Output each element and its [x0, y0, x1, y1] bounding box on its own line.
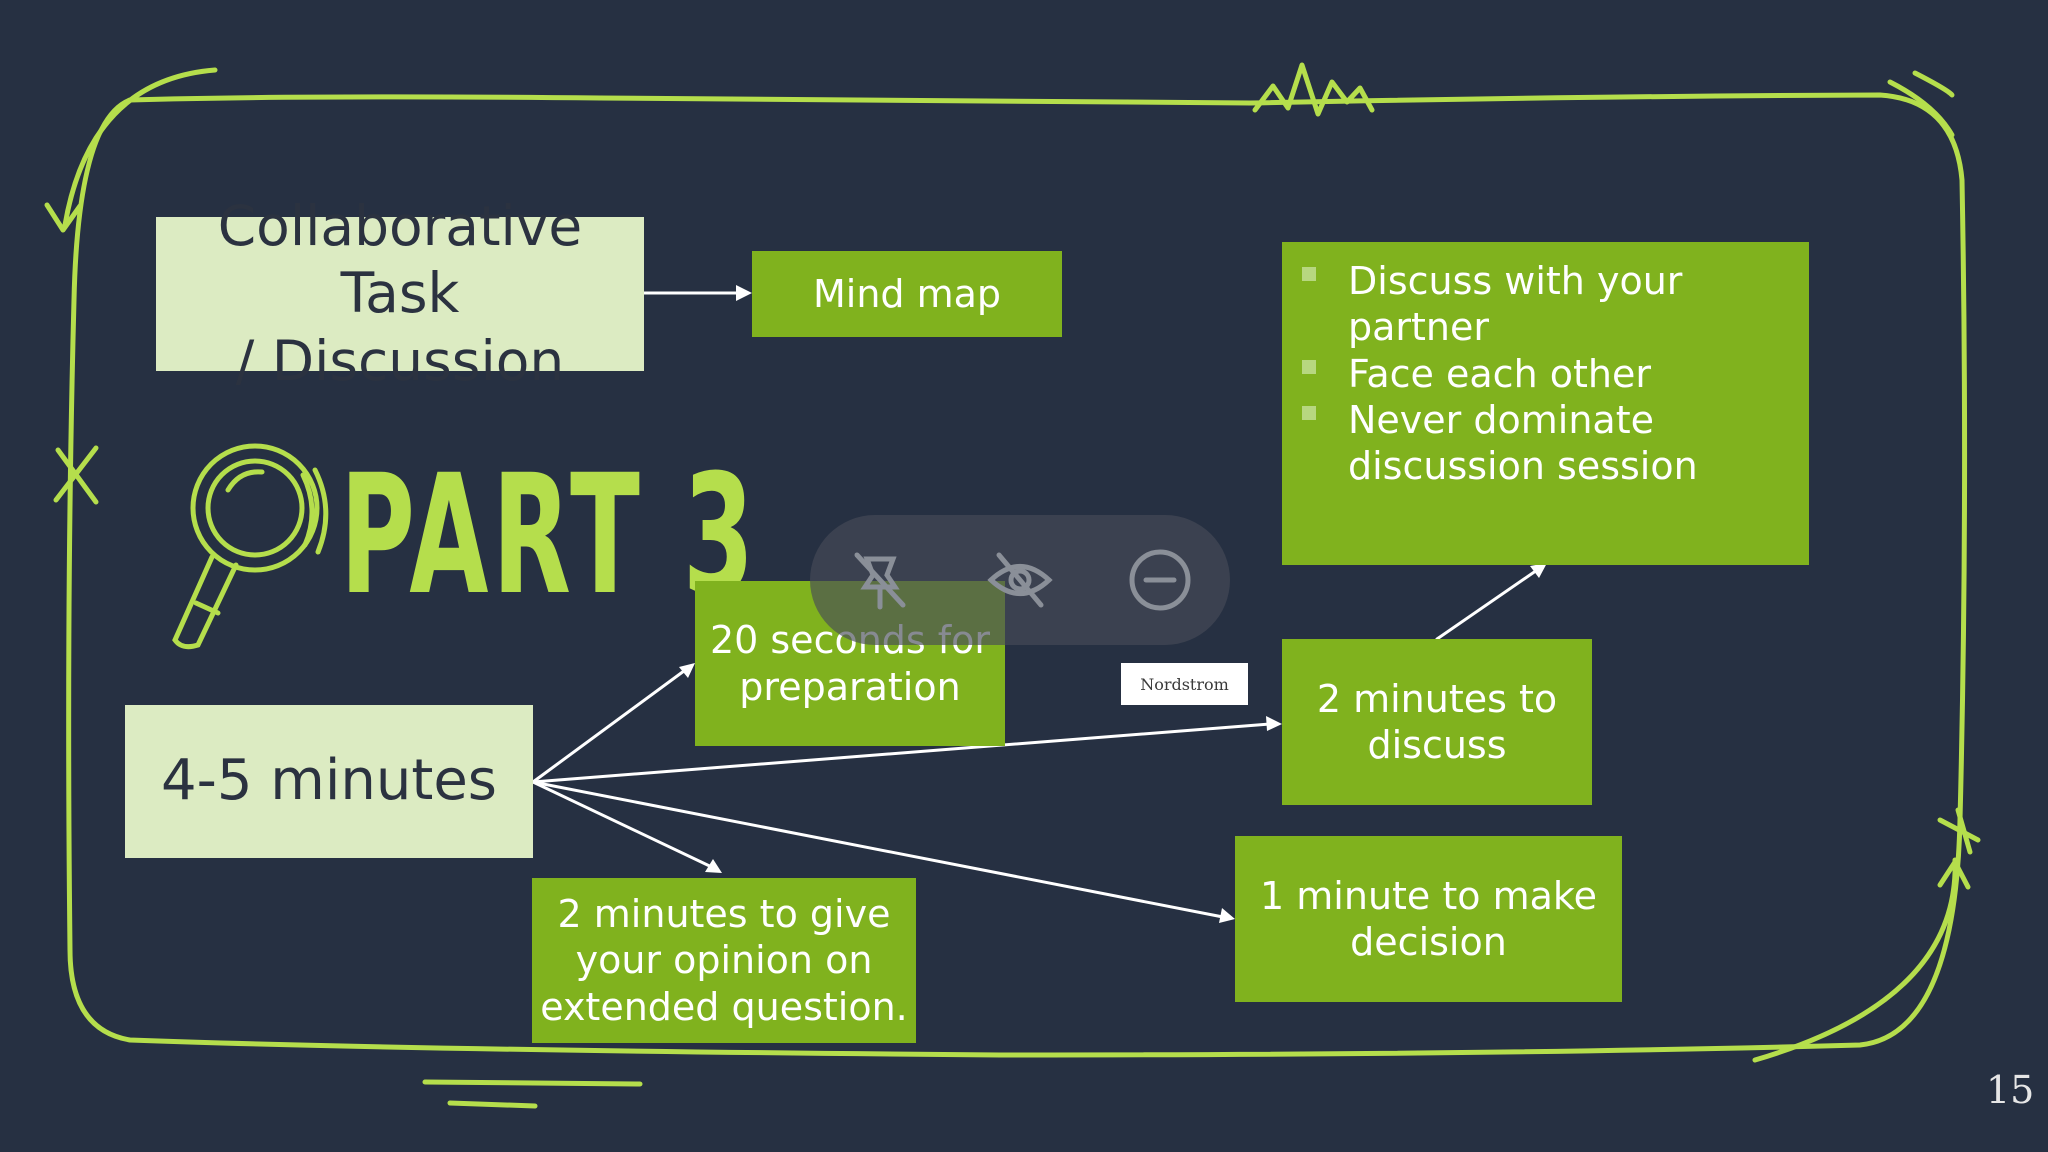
tip-item: Face each other: [1302, 351, 1789, 397]
title-box: Collaborative Task / Discussion: [156, 194, 644, 393]
bullet-icon: [1302, 406, 1316, 421]
part-title: PART 3: [340, 439, 758, 631]
tips-list: Discuss with your partner Face each othe…: [1302, 258, 1789, 490]
duration-label: 4-5 minutes: [161, 748, 497, 814]
title-line-2: / Discussion: [235, 328, 565, 393]
decision-box: 1 minute to make decision: [1235, 836, 1622, 1002]
title-line-1: Collaborative Task: [217, 194, 583, 326]
eye-off-icon[interactable]: [985, 545, 1055, 615]
page-number: 15: [1986, 1068, 2035, 1112]
tip-item: Discuss with your partner: [1302, 258, 1789, 351]
mind-map-box: Mind map: [752, 251, 1062, 337]
mind-map-label: Mind map: [812, 271, 1002, 316]
nordstrom-label: Nordstrom: [1121, 663, 1248, 705]
discuss-box: 2 minutes to discuss: [1282, 639, 1592, 805]
bullet-icon: [1302, 267, 1316, 281]
discuss-label: 2 minutes to discuss: [1316, 676, 1558, 767]
bullet-icon: [1302, 359, 1316, 374]
tip-text: Never dominate discussion session: [1348, 398, 1698, 489]
pin-off-icon[interactable]: [845, 545, 915, 615]
duration-box: 4-5 minutes: [125, 705, 533, 858]
opinion-label: 2 minutes to give your opinion on extend…: [540, 891, 908, 1029]
tips-box: Discuss with your partner Face each othe…: [1282, 242, 1809, 565]
opinion-box: 2 minutes to give your opinion on extend…: [532, 878, 916, 1043]
minus-circle-icon[interactable]: [1125, 545, 1195, 615]
decision-label: 1 minute to make decision: [1260, 873, 1597, 964]
tip-text: Discuss with your partner: [1348, 259, 1683, 350]
tip-item: Never dominate discussion session: [1302, 397, 1789, 490]
overlay-toolbar[interactable]: [810, 515, 1230, 645]
tip-text: Face each other: [1348, 351, 1651, 396]
